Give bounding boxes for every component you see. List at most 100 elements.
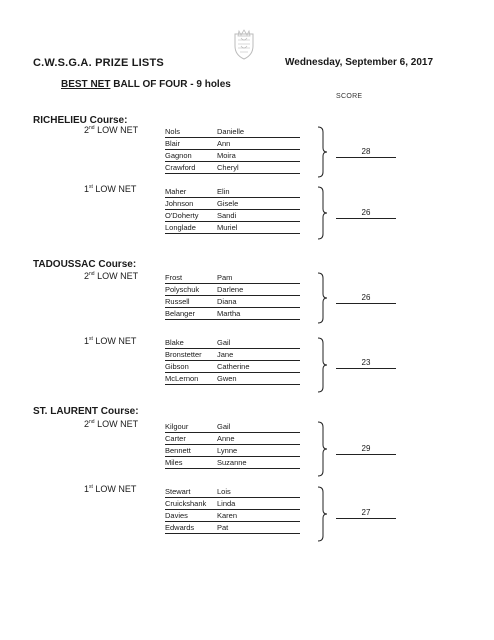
group-place-label: 2nd LOW NET xyxy=(84,125,138,135)
player-first-name: Gisele xyxy=(217,199,239,208)
player-row: Gibson Catherine xyxy=(165,361,300,373)
player-first-name: Lynne xyxy=(217,446,238,455)
place-label-text: LOW NET xyxy=(92,336,137,346)
player-last-name: Edwards xyxy=(165,523,195,532)
player-row: Polyschuk Darlene xyxy=(165,284,300,296)
place-label-text: LOW NET xyxy=(94,271,139,281)
subtitle-underlined-text: BEST NET xyxy=(61,79,111,90)
group-bracket-icon xyxy=(318,186,328,240)
player-last-name: Polyschuk xyxy=(165,285,200,294)
player-last-name: Johnson xyxy=(165,199,194,208)
group-bracket-icon xyxy=(318,272,328,324)
player-last-name: McLernon xyxy=(165,374,199,383)
player-row: Johnson Gisele xyxy=(165,198,300,210)
group-bracket-icon xyxy=(318,486,328,542)
place-suffix: st xyxy=(89,336,93,342)
player-first-name: Suzanne xyxy=(217,458,247,467)
competition-subtitle: BEST NET BALL OF FOUR - 9 holes xyxy=(61,79,231,90)
player-last-name: Blair xyxy=(165,139,181,148)
player-last-name: Bronstetter xyxy=(165,350,202,359)
player-row: Maher Elin xyxy=(165,186,300,198)
player-first-name: Lois xyxy=(217,487,231,496)
player-last-name: Maher xyxy=(165,187,187,196)
player-first-name: Darlene xyxy=(217,285,244,294)
player-first-name: Linda xyxy=(217,499,236,508)
player-row: McLernon Gwen xyxy=(165,373,300,385)
player-last-name: Belanger xyxy=(165,309,196,318)
player-last-name: Carter xyxy=(165,434,186,443)
player-row: Stewart Lois xyxy=(165,486,300,498)
place-number: 1 xyxy=(84,336,90,346)
player-last-name: Gibson xyxy=(165,362,189,371)
group-place-label: 1st LOW NET xyxy=(84,336,136,346)
place-suffix: st xyxy=(89,484,93,490)
player-first-name: Catherine xyxy=(217,362,250,371)
place-suffix: nd xyxy=(89,271,95,277)
player-first-name: Moira xyxy=(217,151,236,160)
place-label-text: LOW NET xyxy=(92,484,137,494)
course-heading: TADOUSSAC Course: xyxy=(33,259,137,270)
player-last-name: Nols xyxy=(165,127,181,136)
player-last-name: Stewart xyxy=(165,487,191,496)
course-heading: ST. LAURENT Course: xyxy=(33,406,139,417)
place-number: 1 xyxy=(84,484,90,494)
group-place-label: 2nd LOW NET xyxy=(84,419,138,429)
player-row: Kilgour Gail xyxy=(165,421,300,433)
group-bracket-icon xyxy=(318,421,328,477)
player-row: Bennett Lynne xyxy=(165,445,300,457)
player-row: Bronstetter Jane xyxy=(165,349,300,361)
player-first-name: Gail xyxy=(217,338,231,347)
player-last-name: Cruickshank xyxy=(165,499,207,508)
player-first-name: Karen xyxy=(217,511,238,520)
group-score: 29 xyxy=(336,443,396,455)
group-score: 26 xyxy=(336,207,396,219)
player-first-name: Gail xyxy=(217,422,231,431)
group-score: 26 xyxy=(336,292,396,304)
page-title: C.W.S.G.A. PRIZE LISTS xyxy=(33,57,164,69)
player-last-name: Russell xyxy=(165,297,190,306)
player-first-name: Pat xyxy=(217,523,229,532)
player-row: Belanger Martha xyxy=(165,308,300,320)
player-last-name: Bennett xyxy=(165,446,191,455)
player-row: Edwards Pat xyxy=(165,522,300,534)
place-label-text: LOW NET xyxy=(94,125,139,135)
place-label-text: LOW NET xyxy=(94,419,139,429)
group-score: 28 xyxy=(336,146,396,158)
player-first-name: Jane xyxy=(217,350,234,359)
player-row: Cruickshank Linda xyxy=(165,498,300,510)
event-date: Wednesday, September 6, 2017 xyxy=(285,57,434,68)
player-first-name: Elin xyxy=(217,187,230,196)
place-suffix: nd xyxy=(89,419,95,425)
group-score: 27 xyxy=(336,507,396,519)
player-last-name: Frost xyxy=(165,273,183,282)
player-first-name: Martha xyxy=(217,309,241,318)
player-first-name: Muriel xyxy=(217,223,238,232)
place-number: 2 xyxy=(84,125,90,135)
place-number: 1 xyxy=(84,184,90,194)
course-heading: RICHELIEU Course: xyxy=(33,115,128,126)
player-first-name: Sandi xyxy=(217,211,237,220)
group-score: 23 xyxy=(336,357,396,369)
place-number: 2 xyxy=(84,271,90,281)
place-label-text: LOW NET xyxy=(92,184,137,194)
player-last-name: Kilgour xyxy=(165,422,189,431)
player-first-name: Gwen xyxy=(217,374,237,383)
